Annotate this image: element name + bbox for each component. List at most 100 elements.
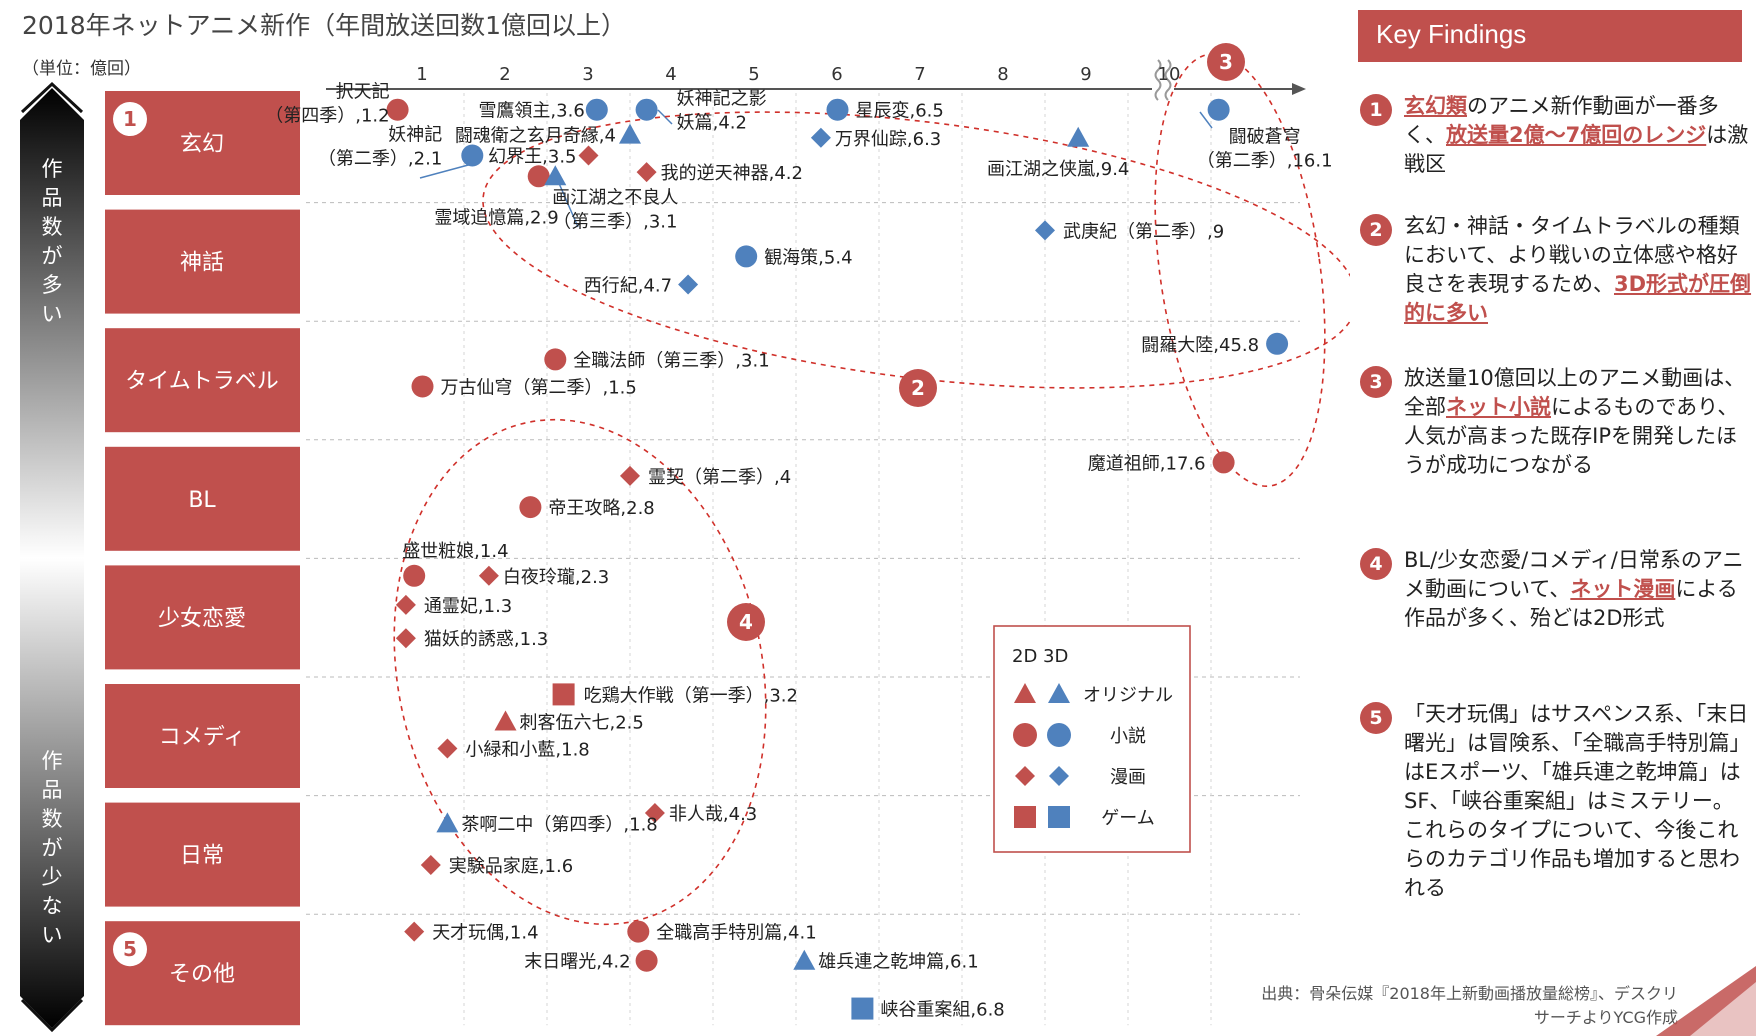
finding-number-badge: 2 xyxy=(1360,214,1392,246)
finding-text-part: のアニメ新作動画が一番多く、 xyxy=(1404,94,1719,147)
point-label: 小緑和小藍,1.8 xyxy=(465,739,589,760)
x-tick-label: 9 xyxy=(1080,64,1091,85)
group-badge-num: 2 xyxy=(911,376,925,400)
point-circle xyxy=(403,564,426,587)
point-label: 武庚紀（第二季）,9 xyxy=(1063,221,1224,242)
group-badge xyxy=(727,603,765,641)
finding-text: 玄幻類のアニメ新作動画が一番多く、放送量2億〜7億回のレンジは激戦区 xyxy=(1404,92,1752,179)
point-label: 星辰変,6.5 xyxy=(856,101,944,122)
point-label: 全職高手特別篇,4.1 xyxy=(656,923,816,944)
point-label: 霊域追憶篇,2.9 xyxy=(434,207,558,228)
group-badge xyxy=(899,369,937,407)
point-label: 峡谷重案組,6.8 xyxy=(880,1000,1004,1021)
side-char: 数 xyxy=(42,807,63,831)
legend-triangle xyxy=(1014,683,1036,703)
legend-square xyxy=(1048,806,1070,828)
point-label: （第二季）,16.1 xyxy=(1197,151,1333,172)
category-box xyxy=(105,802,300,907)
point-label: 末日曙光,4.2 xyxy=(524,952,630,973)
point-label: 妖神記 xyxy=(388,124,442,145)
finding-text-part: 「天才玩偶」はサスペンス系、「末日曙光」は冒険系、「全職高手特別篇」はEスポーツ… xyxy=(1404,702,1751,900)
unit-label: （単位：億回） xyxy=(22,59,141,79)
finding-highlight: ネット漫画 xyxy=(1570,577,1676,601)
group-badge xyxy=(1207,43,1245,81)
point-square xyxy=(552,683,575,706)
point-label: 非人哉,4.3 xyxy=(669,804,757,825)
finding-number-badge: 3 xyxy=(1360,366,1392,398)
finding-text-part: BL/少女恋愛/コメディ/日常系のアニメ動画について、 xyxy=(1404,548,1744,601)
point-circle xyxy=(826,98,849,121)
point-label: 通霊妃,1.3 xyxy=(424,596,512,617)
point-diamond xyxy=(420,855,441,875)
point-label: 帝王攻略,2.8 xyxy=(548,498,654,519)
finding-number-badge: 5 xyxy=(1360,702,1392,734)
point-circle xyxy=(1266,332,1289,355)
group-badge-num: 4 xyxy=(739,610,753,634)
point-label: 実験品家庭,1.6 xyxy=(449,856,573,877)
finding-highlight: 3D形式が圧倒的に多い xyxy=(1404,272,1752,325)
side-char: 多 xyxy=(42,273,63,297)
point-label: （第二季）,2.1 xyxy=(318,148,442,169)
side-char: が xyxy=(42,836,63,860)
point-label: 闘破蒼穹 xyxy=(1229,127,1301,148)
point-label: 万界仙踪,6.3 xyxy=(835,129,941,150)
point-diamond xyxy=(478,565,499,586)
point-triangle xyxy=(619,123,641,144)
side-arrow-bar xyxy=(20,81,84,1033)
point-triangle xyxy=(793,949,816,970)
point-diamond xyxy=(620,465,640,486)
point-label: 猫妖的誘惑,1.3 xyxy=(424,629,548,650)
finding-number-badge: 1 xyxy=(1360,94,1392,126)
side-char: い xyxy=(42,302,63,326)
x-tick-label: 6 xyxy=(831,64,842,85)
category-label: コメディ xyxy=(159,725,245,750)
point-label: 画江湖之侠嵐,9.4 xyxy=(987,159,1129,180)
category-label: タイムトラベル xyxy=(125,369,279,394)
point-diamond xyxy=(578,145,599,166)
legend-label: 小説 xyxy=(1110,726,1146,747)
category-label: その他 xyxy=(169,962,235,987)
point-diamond xyxy=(437,738,458,759)
point-diamond xyxy=(395,628,416,649)
point-label: 観海策,5.4 xyxy=(764,247,852,268)
category-box xyxy=(105,328,300,433)
point-triangle xyxy=(494,710,517,731)
category-badge-num: 1 xyxy=(123,107,137,131)
finding-highlight: 玄幻類 xyxy=(1404,94,1467,118)
category-label: 少女恋愛 xyxy=(158,606,246,631)
legend-diamond xyxy=(1015,766,1035,786)
point-diamond xyxy=(1035,220,1055,241)
point-label: 西行紀,4.7 xyxy=(584,275,672,296)
point-label: 全職法師（第三季）,3.1 xyxy=(573,350,769,371)
point-circle xyxy=(386,98,409,121)
point-circle xyxy=(735,245,758,268)
point-label: 茶啊二中（第四季）,1.8 xyxy=(461,814,657,835)
point-circle xyxy=(635,98,658,121)
point-triangle xyxy=(544,165,567,186)
grid xyxy=(306,93,1300,1026)
finding-number-badge: 4 xyxy=(1360,548,1392,580)
category-box xyxy=(105,209,300,314)
point-label: 画江湖之不良人 xyxy=(552,187,678,208)
side-char: 品 xyxy=(42,186,63,210)
legend-square xyxy=(1014,806,1036,828)
point-label: 霊契（第二季）,4 xyxy=(648,467,791,488)
point-label: 雪鷹領主,3.6 xyxy=(478,100,584,122)
point-triangle xyxy=(1067,126,1090,147)
x-tick-label: 5 xyxy=(748,64,759,85)
legend-circle xyxy=(1047,723,1071,747)
category-box xyxy=(105,446,300,551)
x-tick-label: 2 xyxy=(499,64,510,85)
category-badge xyxy=(113,932,147,967)
point-label: 妖神記之影 xyxy=(677,89,767,110)
finding-text: BL/少女恋愛/コメディ/日常系のアニメ動画について、ネット漫画による作品が多く… xyxy=(1404,546,1752,633)
category-box xyxy=(105,684,300,788)
category-label: 日常 xyxy=(180,844,224,869)
legend-label: オリジナル xyxy=(1083,685,1173,706)
point-label: （第四季）,1.2 xyxy=(265,106,389,127)
side-char: 作 xyxy=(42,157,63,181)
point-circle xyxy=(461,144,484,167)
